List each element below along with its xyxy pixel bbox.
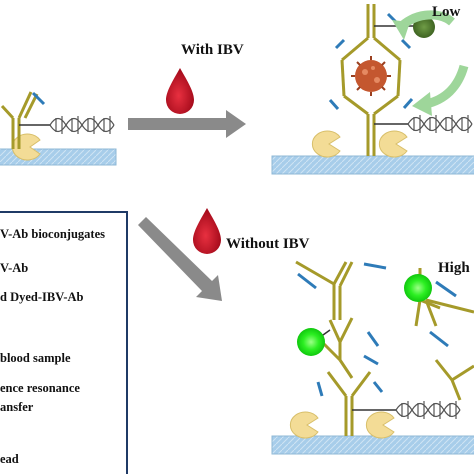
fluorescent-dye-icon-1 <box>404 274 432 302</box>
free-antibody-3 <box>318 317 354 379</box>
top-detection-linker-right <box>400 38 412 50</box>
free-linker-2 <box>297 272 317 290</box>
fluorescent-dye-icon-2 <box>297 328 325 356</box>
bottom-capture-linker-right <box>372 381 384 393</box>
curved-arrow-side <box>424 64 469 109</box>
top-receptor-right <box>378 130 408 158</box>
free-antibody-4 <box>434 359 474 401</box>
free-antibody-1 <box>295 260 354 320</box>
free-linker-5 <box>366 331 380 347</box>
high-signal-label: High <box>438 260 470 276</box>
free-linker-6 <box>363 354 379 366</box>
free-linker-4 <box>429 330 449 348</box>
blood-drop-icon <box>166 68 194 114</box>
legend-item-read: ead <box>0 452 19 466</box>
legend-border <box>0 211 128 474</box>
bottom-receptor-left <box>289 411 319 439</box>
curved-arrow-side-head <box>412 92 432 116</box>
curved-arrow-top-head <box>392 20 410 40</box>
bottom-capture-antibody <box>326 371 372 436</box>
top-right-sensor: Low <box>271 4 474 175</box>
legend-item-resonance: ence resonance <box>0 381 80 395</box>
legend-panel: V-Ab bioconjugates V-Ab d Dyed-IBV-Ab bl… <box>0 211 128 474</box>
without-ibv-label: Without IBV <box>226 236 310 252</box>
virus-icon <box>351 56 391 96</box>
legend-item-transfer: ansfer <box>0 400 34 414</box>
bottom-right-sensor: High <box>271 260 474 455</box>
left-receptor <box>11 133 41 161</box>
blood-drop-icon-2 <box>193 208 221 254</box>
left-linker <box>31 91 46 106</box>
bottom-substrate <box>271 435 474 455</box>
without-ibv-arrow: Without IBV <box>138 208 310 301</box>
legend-item-ibv-ab: V-Ab <box>0 261 28 275</box>
with-ibv-label: With IBV <box>181 42 244 58</box>
free-linker-3 <box>435 280 457 298</box>
left-antibody <box>0 91 39 149</box>
top-capture-linker-right <box>402 98 414 109</box>
top-substrate <box>271 155 474 175</box>
low-signal-label: Low <box>432 4 461 20</box>
top-detection-linker-left <box>334 38 346 50</box>
legend-item-bioconjugates: V-Ab bioconjugates <box>0 227 105 241</box>
left-dna-helix <box>49 116 115 134</box>
free-antibody-2 <box>414 268 474 327</box>
legend-item-dyed-ibv-ab: d Dyed-IBV-Ab <box>0 290 84 304</box>
bottom-capture-linker-left <box>316 381 324 397</box>
left-sensor <box>0 91 117 166</box>
bottom-receptor-right <box>365 411 395 439</box>
legend-item-blood-sample: blood sample <box>0 351 71 365</box>
free-linker-1 <box>363 262 387 270</box>
top-dna-helix <box>407 115 473 133</box>
top-capture-antibody <box>343 94 399 156</box>
top-receptor-left <box>311 130 341 158</box>
quenched-dye-icon <box>413 16 435 38</box>
bottom-dna-helix <box>395 401 461 419</box>
with-ibv-arrow: With IBV <box>128 42 246 138</box>
top-detection-antibody <box>340 4 402 97</box>
top-capture-linker-left <box>328 99 340 110</box>
